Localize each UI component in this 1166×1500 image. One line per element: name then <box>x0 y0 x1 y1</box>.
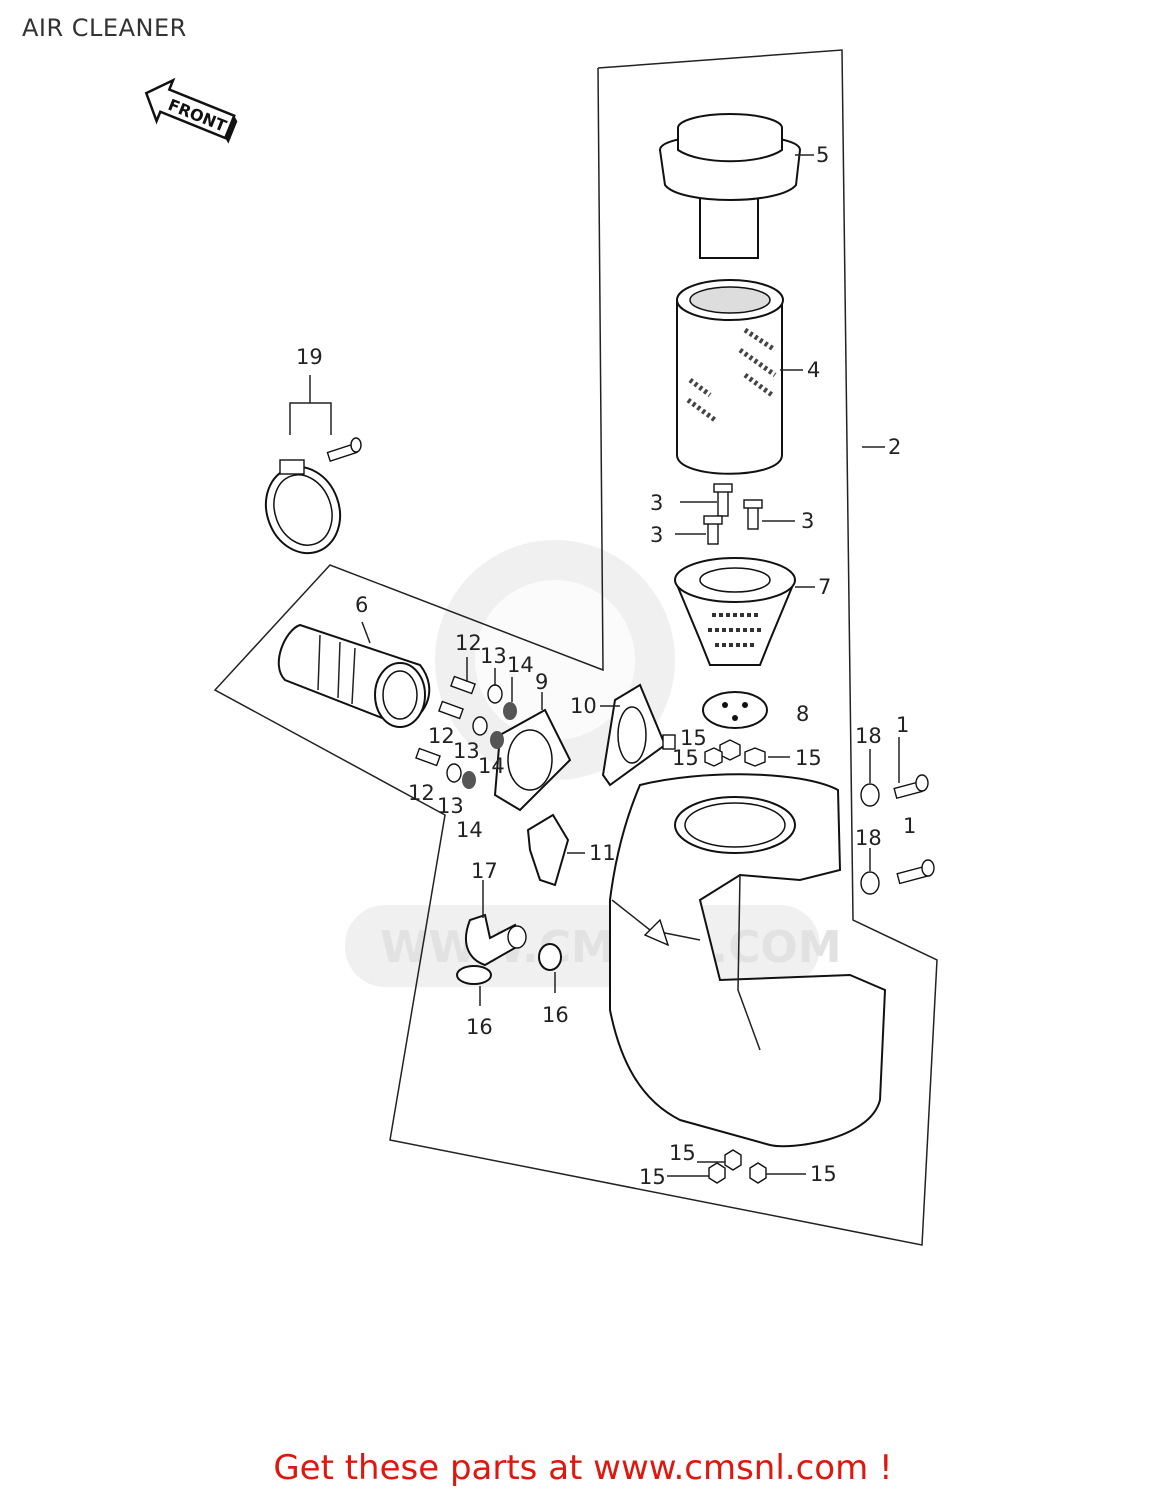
callout-14c: 14 <box>456 818 483 842</box>
callout-1b: 1 <box>903 814 916 838</box>
part-3-screws <box>703 483 763 545</box>
footer-promo-text: Get these parts at www.cmsnl.com ! <box>273 1448 893 1488</box>
callout-16a: 16 <box>466 1015 493 1039</box>
part-8-plate <box>702 691 768 729</box>
callout-18a: 18 <box>855 724 882 748</box>
part-6-air-duct <box>277 623 431 728</box>
callout-labels: 5 4 2 19 3 3 3 7 6 12 13 14 9 10 15 8 15… <box>296 143 916 1189</box>
callout-10: 10 <box>570 694 597 718</box>
callout-15e: 15 <box>639 1165 666 1189</box>
callout-6: 6 <box>355 593 368 617</box>
callout-16b: 16 <box>542 1003 569 1027</box>
diagram-title: AIR CLEANER <box>22 14 187 42</box>
exploded-parts-diagram: WWW.CMSNL.COM FRONT <box>144 49 938 1246</box>
callout-18b: 18 <box>855 826 882 850</box>
callout-17: 17 <box>471 859 498 883</box>
callout-12c: 12 <box>408 781 435 805</box>
callout-1a: 1 <box>896 713 909 737</box>
part-7-element-base <box>674 557 796 666</box>
front-arrow-icon: FRONT <box>144 77 238 144</box>
callout-2: 2 <box>888 435 901 459</box>
callout-12b: 12 <box>428 724 455 748</box>
part-5-cover-cap <box>658 113 802 259</box>
part-9-flange <box>493 708 572 812</box>
callout-15c: 15 <box>795 746 822 770</box>
callout-7: 7 <box>818 575 831 599</box>
callout-15a: 15 <box>680 726 707 750</box>
part-16-hose-clips <box>456 943 562 985</box>
part-15-nuts-lower <box>708 1149 767 1184</box>
callout-13c: 13 <box>437 794 464 818</box>
part-11-clamp <box>526 813 570 887</box>
callout-9: 9 <box>535 670 548 694</box>
assembly-boundary <box>213 49 938 1246</box>
leader-lines <box>289 154 900 1177</box>
callout-8: 8 <box>796 702 809 726</box>
callout-4: 4 <box>807 358 820 382</box>
part-4-filter-element <box>676 279 784 475</box>
part-18-washers-part-1-bolts <box>860 774 935 895</box>
part-12-13-14-bolts-washers <box>415 675 517 789</box>
callout-13b: 13 <box>453 739 480 763</box>
callout-5: 5 <box>816 143 829 167</box>
callout-11: 11 <box>589 841 616 865</box>
callout-3a: 3 <box>650 491 663 515</box>
callout-15b: 15 <box>672 746 699 770</box>
callout-19: 19 <box>296 345 323 369</box>
part-15-nuts-upper <box>662 734 766 767</box>
part-19-band-clamp <box>264 437 362 555</box>
callout-13a: 13 <box>480 644 507 668</box>
callout-15d: 15 <box>669 1141 696 1165</box>
part-2-air-cleaner-case <box>609 773 887 1148</box>
callout-15f: 15 <box>810 1162 837 1186</box>
callout-3b: 3 <box>801 509 814 533</box>
part-17-hose <box>465 913 527 967</box>
callout-12a: 12 <box>455 631 482 655</box>
callout-3c: 3 <box>650 523 663 547</box>
callout-14a: 14 <box>507 653 534 677</box>
part-10-gasket <box>601 683 667 787</box>
callout-14b: 14 <box>478 754 505 778</box>
